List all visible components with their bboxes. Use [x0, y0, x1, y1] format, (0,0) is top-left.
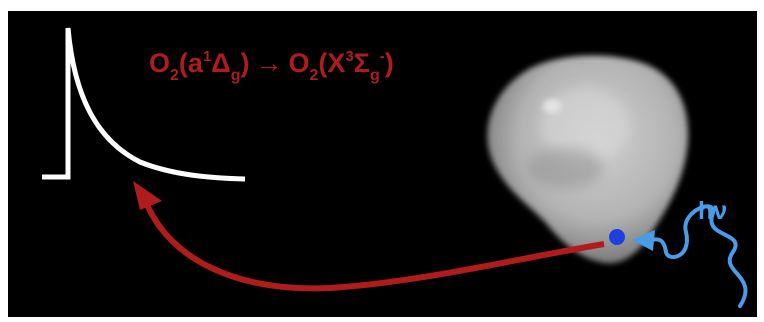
equation-ground-close: ) — [384, 48, 394, 78]
emission-arrow — [133, 181, 605, 292]
equation-sigma: Σ — [353, 48, 370, 78]
equation-o2-right: O — [288, 48, 310, 78]
equation-arrow: → — [255, 48, 283, 78]
equation-sigma-superscript: - — [379, 48, 385, 65]
equation-triplet-superscript: 3 — [345, 48, 354, 65]
equation-delta: Δ — [211, 48, 231, 78]
cell-shadow — [527, 148, 603, 188]
decay-curve — [42, 27, 246, 182]
equation-o2-left: O — [149, 48, 171, 78]
emission-arrow-shaft — [142, 198, 605, 292]
equation-ground-open: (X — [318, 48, 346, 78]
equation-delta-subscript: g — [230, 67, 241, 84]
cell-image — [487, 55, 689, 264]
cell-nucleus-highlight — [540, 87, 630, 163]
photon-wave — [632, 204, 748, 308]
photon-wave-arrowhead — [632, 230, 655, 251]
equation-excited-open: (a — [178, 48, 203, 78]
equation-singlet-superscript: 1 — [202, 48, 212, 65]
cell-bright-spot — [543, 99, 561, 113]
equation-o2-right-subscript: 2 — [309, 67, 319, 84]
photon-label: hν — [698, 197, 728, 225]
emission-arrow-head — [133, 181, 162, 210]
equation-excited-close: ) — [240, 48, 250, 78]
equation-o2-left-subscript: 2 — [170, 67, 179, 84]
equation-sigma-subscript: g — [369, 67, 380, 84]
excitation-spot — [609, 229, 625, 245]
reaction-equation: O2(a1Δg)→O2(X3Σg-) — [149, 44, 394, 87]
photon-wave-line — [648, 204, 748, 308]
